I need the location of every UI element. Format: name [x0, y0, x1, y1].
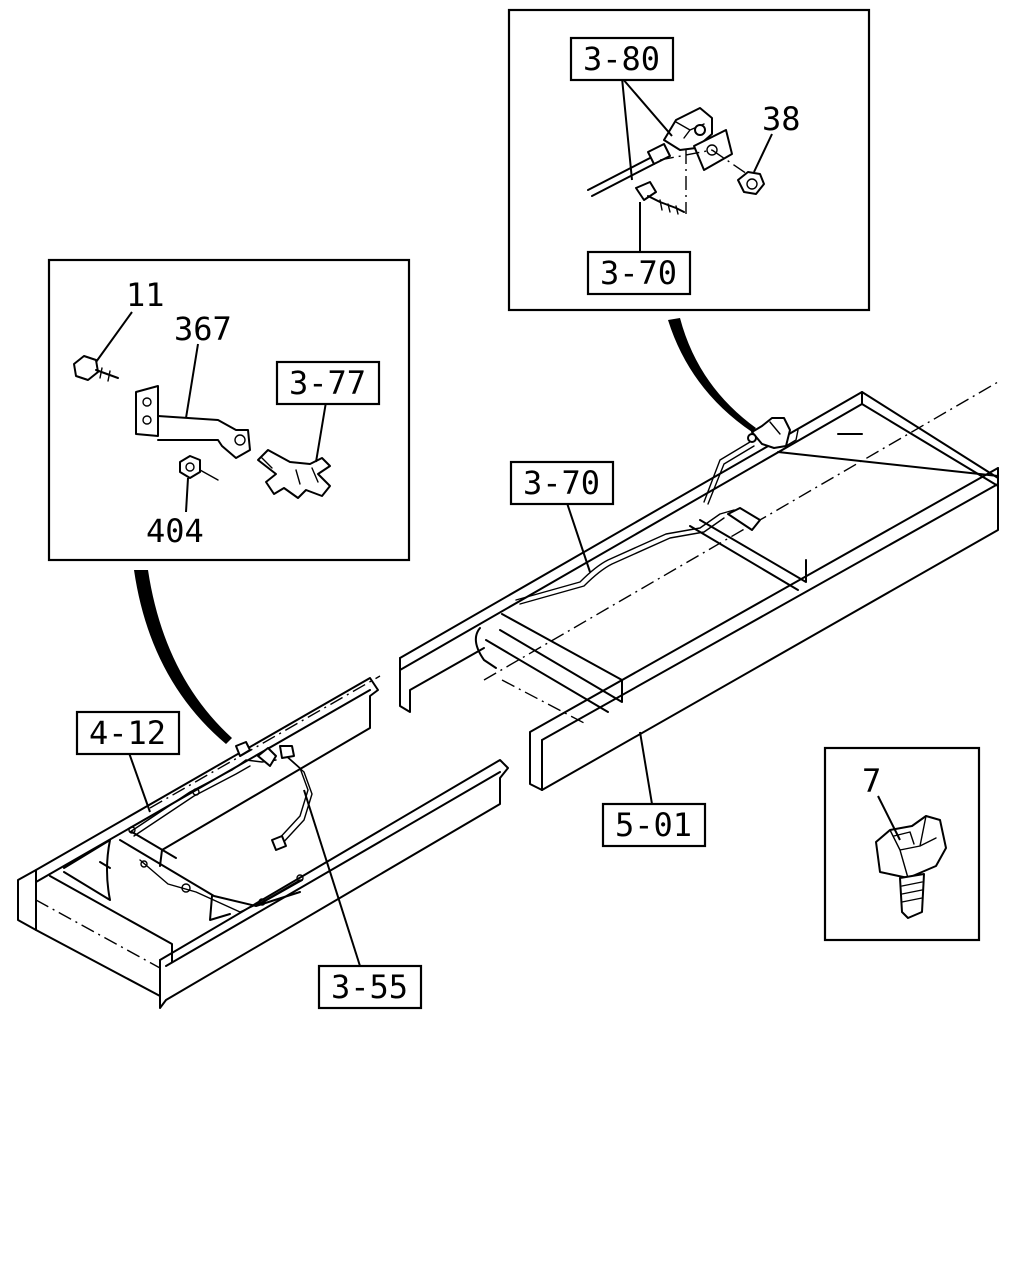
label-3-70-top: 3-70: [600, 254, 677, 292]
label-3-77: 3-77: [289, 364, 366, 402]
label-11: 11: [126, 276, 165, 314]
label-3-80: 3-80: [583, 40, 660, 78]
leader-arc-left: [134, 570, 232, 744]
label-4-12: 4-12: [89, 714, 166, 752]
label-404: 404: [146, 512, 204, 550]
label-3-70-mid: 3-70: [523, 464, 600, 502]
label-367: 367: [174, 310, 232, 348]
label-3-55: 3-55: [331, 968, 408, 1006]
label-7: 7: [862, 762, 881, 800]
frame-front-section: [17, 675, 509, 1009]
detail-box-valve: 3-80 38 3-70: [507, 8, 871, 312]
label-38: 38: [762, 100, 801, 138]
label-5-01: 5-01: [615, 806, 692, 844]
frame-rear-section: [399, 381, 999, 791]
leader-arc-top: [668, 318, 756, 432]
detail-box-bracket: 11 367 3-77 404: [47, 258, 411, 562]
detail-box-clip: 7: [823, 746, 981, 942]
